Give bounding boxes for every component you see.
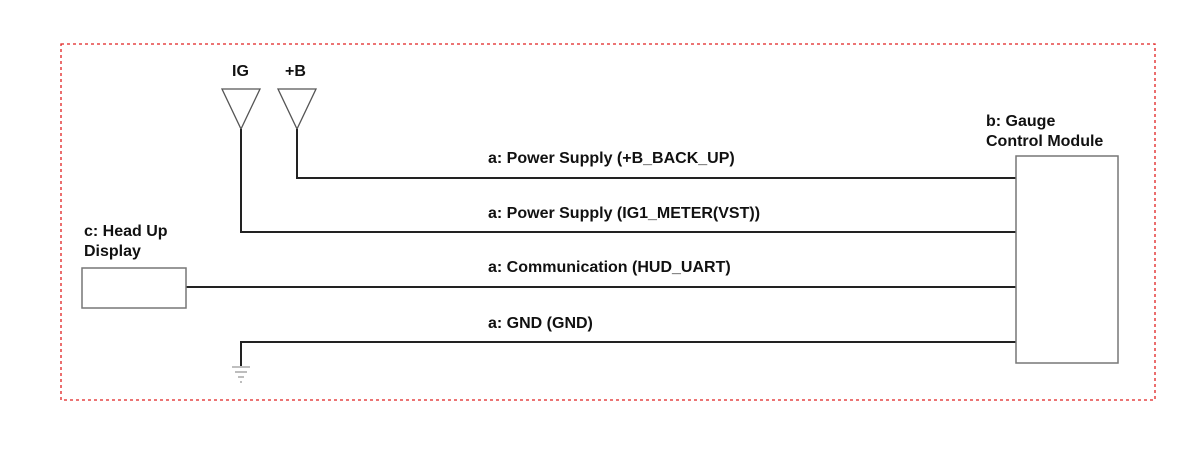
wire-gnd bbox=[240, 341, 1016, 366]
gauge-label-line2: Control Module bbox=[986, 133, 1103, 150]
b-plus-terminal: +B bbox=[276, 63, 318, 131]
ig-terminal: IG bbox=[220, 63, 262, 131]
hud-label-line1: c: Head Up bbox=[84, 223, 168, 240]
gauge-control-module-box bbox=[1015, 155, 1119, 364]
gauge-label-line1: b: Gauge bbox=[986, 113, 1055, 130]
wire-label-power-supply-b-backup: a: Power Supply (+B_BACK_UP) bbox=[488, 150, 735, 167]
b-plus-label: +B bbox=[285, 63, 306, 80]
wire-label-power-supply-ig1-meter: a: Power Supply (IG1_METER(VST)) bbox=[488, 205, 760, 222]
wire-power-supply-ig1-meter bbox=[240, 129, 1016, 233]
wire-label-gnd: a: GND (GND) bbox=[488, 315, 593, 332]
head-up-display-box bbox=[81, 267, 187, 309]
diagram-frame bbox=[60, 43, 1156, 401]
power-terminal-icon bbox=[276, 88, 318, 131]
wire-power-supply-b-backup bbox=[296, 129, 1016, 179]
head-up-display: c: Head Up Display bbox=[81, 223, 187, 309]
ground-icon bbox=[232, 366, 250, 383]
hud-label-line2: Display bbox=[84, 243, 141, 260]
gauge-control-module: b: Gauge Control Module bbox=[986, 113, 1119, 364]
ig-label: IG bbox=[232, 63, 249, 80]
power-terminal-icon bbox=[220, 88, 262, 131]
wire-label-communication-hud-uart: a: Communication (HUD_UART) bbox=[488, 259, 731, 276]
